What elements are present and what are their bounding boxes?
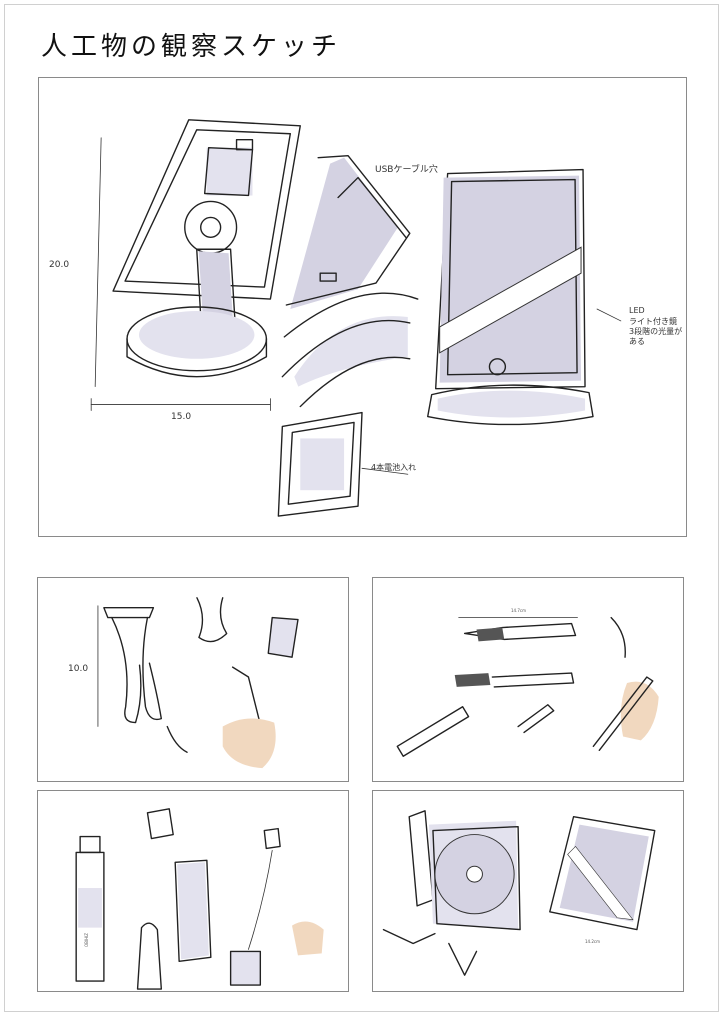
led-note-line-4: ある	[629, 337, 645, 346]
page-title: 人工物の観察スケッチ	[41, 32, 342, 62]
usb-hole-note: USBケーブル穴	[375, 165, 438, 175]
battery-note: 4本電池入れ	[371, 463, 417, 472]
eyelash-curler-drawing	[97, 597, 299, 769]
eyelash-dimension-label: 10.0	[68, 664, 89, 674]
led-note-line-3: 3段階の光量が	[629, 327, 683, 336]
bottle-panel: OBIHIZ	[37, 790, 349, 992]
height-dimension-label: 20.0	[49, 260, 70, 270]
pen-panel: 14.7cm	[372, 577, 684, 782]
mirror-sketch-panel: 20.0 15.0 USBケーブル穴 LED ライト付き鏡 3段階の光量が ある…	[38, 77, 687, 537]
cd-case-drawing	[382, 810, 656, 976]
page-border	[4, 4, 719, 1012]
bottle-drawing	[75, 808, 324, 990]
led-note-line-2: ライト付き鏡	[629, 317, 677, 326]
eyelash-curler-panel: 10.0	[37, 577, 349, 782]
mirror-sketch-drawing	[90, 119, 622, 517]
cd-case-panel: 14.2cm	[372, 790, 684, 992]
pen-drawing	[396, 616, 659, 757]
cd-dimension-label: 14.2cm	[585, 939, 601, 944]
led-note-line-1: LED	[629, 306, 645, 315]
pen-dimension-label: 14.7cm	[511, 608, 527, 613]
bottle-label-text: OBIHIZ	[84, 933, 89, 947]
width-dimension-label: 15.0	[171, 412, 192, 422]
